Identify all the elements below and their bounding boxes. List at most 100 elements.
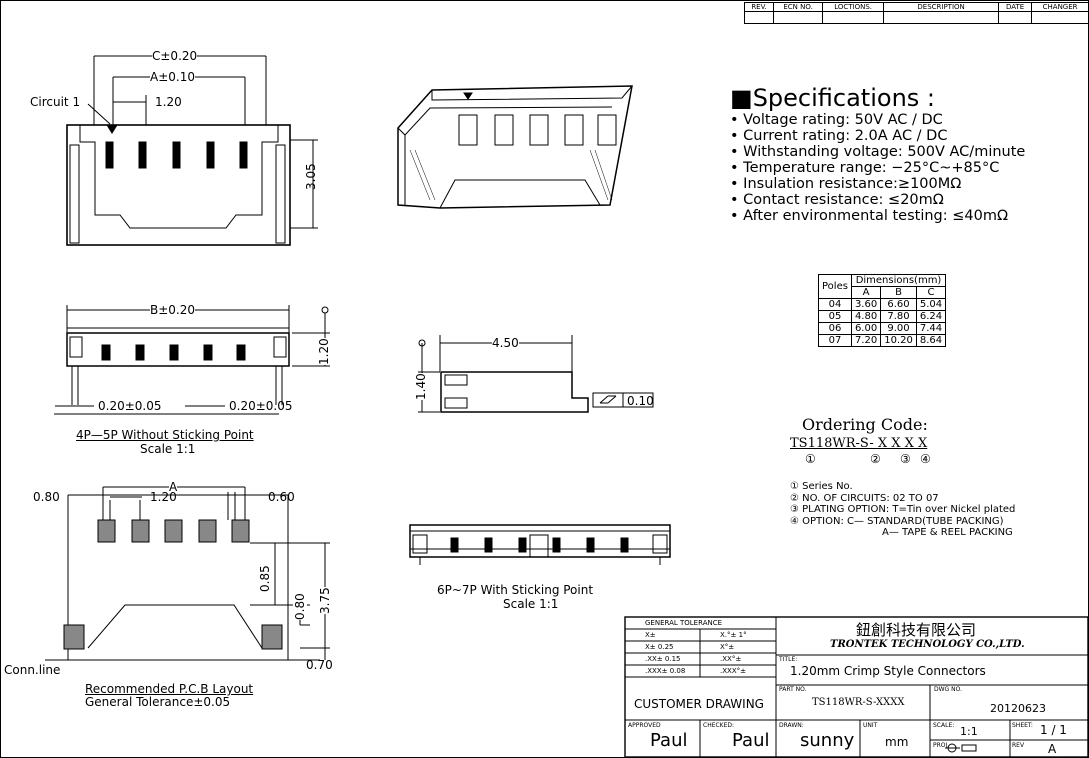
pcb-caption: Recommended P.C.B Layout (85, 682, 254, 696)
unit-label: UNIT (863, 722, 878, 729)
specifications-section: ■Specifications : • Voltage rating: 50V … (730, 84, 1025, 224)
ordering-notes: ① Series No. ② NO. OF CIRCUITS: 02 TO 07… (790, 481, 1015, 539)
dimensions-header: Dimensions(mm) (850, 274, 947, 287)
rev-value: A (1048, 742, 1057, 756)
locations-header: LOCTIONS. (822, 2, 885, 12)
company-name-en: TRONTEK TECHNOLOGY CO.,LTD. (830, 639, 1025, 650)
title-field-label: TITLE: (779, 656, 798, 663)
spec-item: • Temperature range: −25°C~+85°C (730, 160, 1000, 176)
revision-table: REV. ECN NO. LOCTIONS. DESCRIPTION DATE … (743, 2, 1089, 24)
ordering-mark-2: ② (870, 452, 881, 466)
ordering-mark-4: ④ (920, 452, 931, 466)
dwg-no-label: DWG NO. (934, 686, 962, 693)
spec-item: • Insulation resistance:≥100MΩ (730, 176, 962, 192)
tol-row: X± 0.25 (645, 643, 674, 651)
rev-label: REV (1012, 742, 1025, 749)
col-a: A (850, 286, 882, 299)
drawing-title: 1.20mm Crimp Style Connectors (790, 664, 986, 678)
side-140-label: 1.40 (414, 373, 428, 400)
ordering-note: ④ OPTION: C— STANDARD(TUBE PACKING) (790, 515, 1004, 527)
proj-label: PROJ. (933, 742, 950, 749)
pitch-label: 1.20 (155, 95, 182, 109)
drawn-by: sunny (800, 730, 855, 751)
pcb-060-label: 0.60 (268, 490, 295, 504)
ordering-note: ① Series No. (790, 481, 853, 492)
ecn-header: ECN NO. (773, 2, 824, 12)
table-cell: 7.80 (880, 310, 917, 323)
spec-item: • Withstanding voltage: 500V AC/minute (730, 144, 1026, 160)
pcb-a-label: A (169, 480, 178, 494)
tol-right-label: 0.20±0.05 (229, 399, 293, 413)
customer-drawing: CUSTOMER DRAWING (634, 697, 764, 711)
table-cell: 6.00 (850, 322, 882, 335)
ordering-note: ② NO. OF CIRCUITS: 02 TO 07 (790, 492, 939, 504)
scale-field-label: SCALE: (933, 722, 955, 729)
tol-row: .XX°± (720, 655, 742, 663)
circuit-label: Circuit 1 (30, 95, 81, 109)
spec-item: • After environmental testing: ≤40mΩ (730, 208, 1009, 224)
conn-line-label: Conn.line (4, 663, 61, 677)
table-cell: 6.60 (880, 298, 917, 311)
pcb-080-label: 0.80 (33, 490, 60, 504)
b-dim-label: B±0.20 (150, 303, 196, 317)
unit-value: mm (885, 735, 909, 749)
table-cell: 8.64 (915, 334, 947, 347)
part-no-label: PART NO. (779, 686, 807, 693)
table-cell: 04 (818, 298, 852, 311)
top-view-drawing (45, 55, 671, 661)
tol-left-label: 0.20±0.05 (98, 399, 162, 413)
caption-6p-7p: 6P~7P With Sticking Point (437, 583, 594, 597)
pcb-pads (63, 519, 283, 650)
table-cell: 10.20 (880, 334, 917, 347)
ordering-code: TS118WR-S- X X X X (790, 436, 928, 451)
side-450-label: 4.50 (492, 336, 519, 350)
pcb-tolerance: General Tolerance±0.05 (85, 695, 231, 709)
side-dim-label: 3.05 (304, 163, 318, 190)
rev-header: REV. (743, 2, 775, 12)
bullet-square-icon: ■ (730, 84, 753, 112)
scale-value: 1:1 (960, 725, 978, 738)
spec-item: • Contact resistance: ≤20mΩ (730, 192, 944, 208)
tol-row: X°± (720, 643, 735, 651)
ordering-title: Ordering Code: (802, 415, 928, 434)
table-cell: 3.60 (850, 298, 882, 311)
title-block-lines (624, 616, 1089, 758)
a-dim-label: A±0.10 (150, 70, 195, 84)
poles-header: Poles (818, 274, 852, 299)
tol-row: X± (645, 631, 656, 639)
checked-by: Paul (732, 730, 770, 751)
height-label: 1.20 (317, 338, 331, 365)
part-no: TS118WR-S-XXXX (812, 697, 905, 708)
sheet-value: 1 / 1 (1040, 723, 1067, 737)
table-cell: 7.20 (850, 334, 882, 347)
tol-row: X.°± 1° (720, 631, 747, 639)
table-cell: 07 (818, 334, 852, 347)
general-tolerance-label: GENERAL TOLERANCE (645, 619, 723, 627)
approved-by: Paul (650, 730, 688, 751)
drawn-label: DRAWN: (779, 722, 804, 729)
specifications-title: ■Specifications : (730, 84, 935, 112)
tol-row: .XXX°± (720, 667, 746, 675)
table-cell: 5.04 (915, 298, 947, 311)
tol-row: .XX± 0.15 (645, 655, 681, 663)
changer-header: CHANGER (1031, 2, 1089, 12)
scale-label-2: Scale 1:1 (503, 597, 559, 611)
ordering-mark-3: ③ (900, 452, 911, 466)
pcb-070-label: 0.70 (306, 658, 333, 672)
pcb-080v-label: 0.80 (293, 593, 307, 620)
table-cell: 4.80 (850, 310, 882, 323)
table-cell: 6.24 (915, 310, 947, 323)
col-b: B (880, 286, 917, 299)
c-dim-label: C±0.20 (152, 49, 198, 63)
flatness-label: 0.10 (627, 394, 654, 408)
ordering-mark-1: ① (805, 452, 816, 466)
col-c: C (915, 286, 947, 299)
date-header: DATE (998, 2, 1033, 12)
spec-item: • Current rating: 2.0A AC / DC (730, 128, 948, 144)
